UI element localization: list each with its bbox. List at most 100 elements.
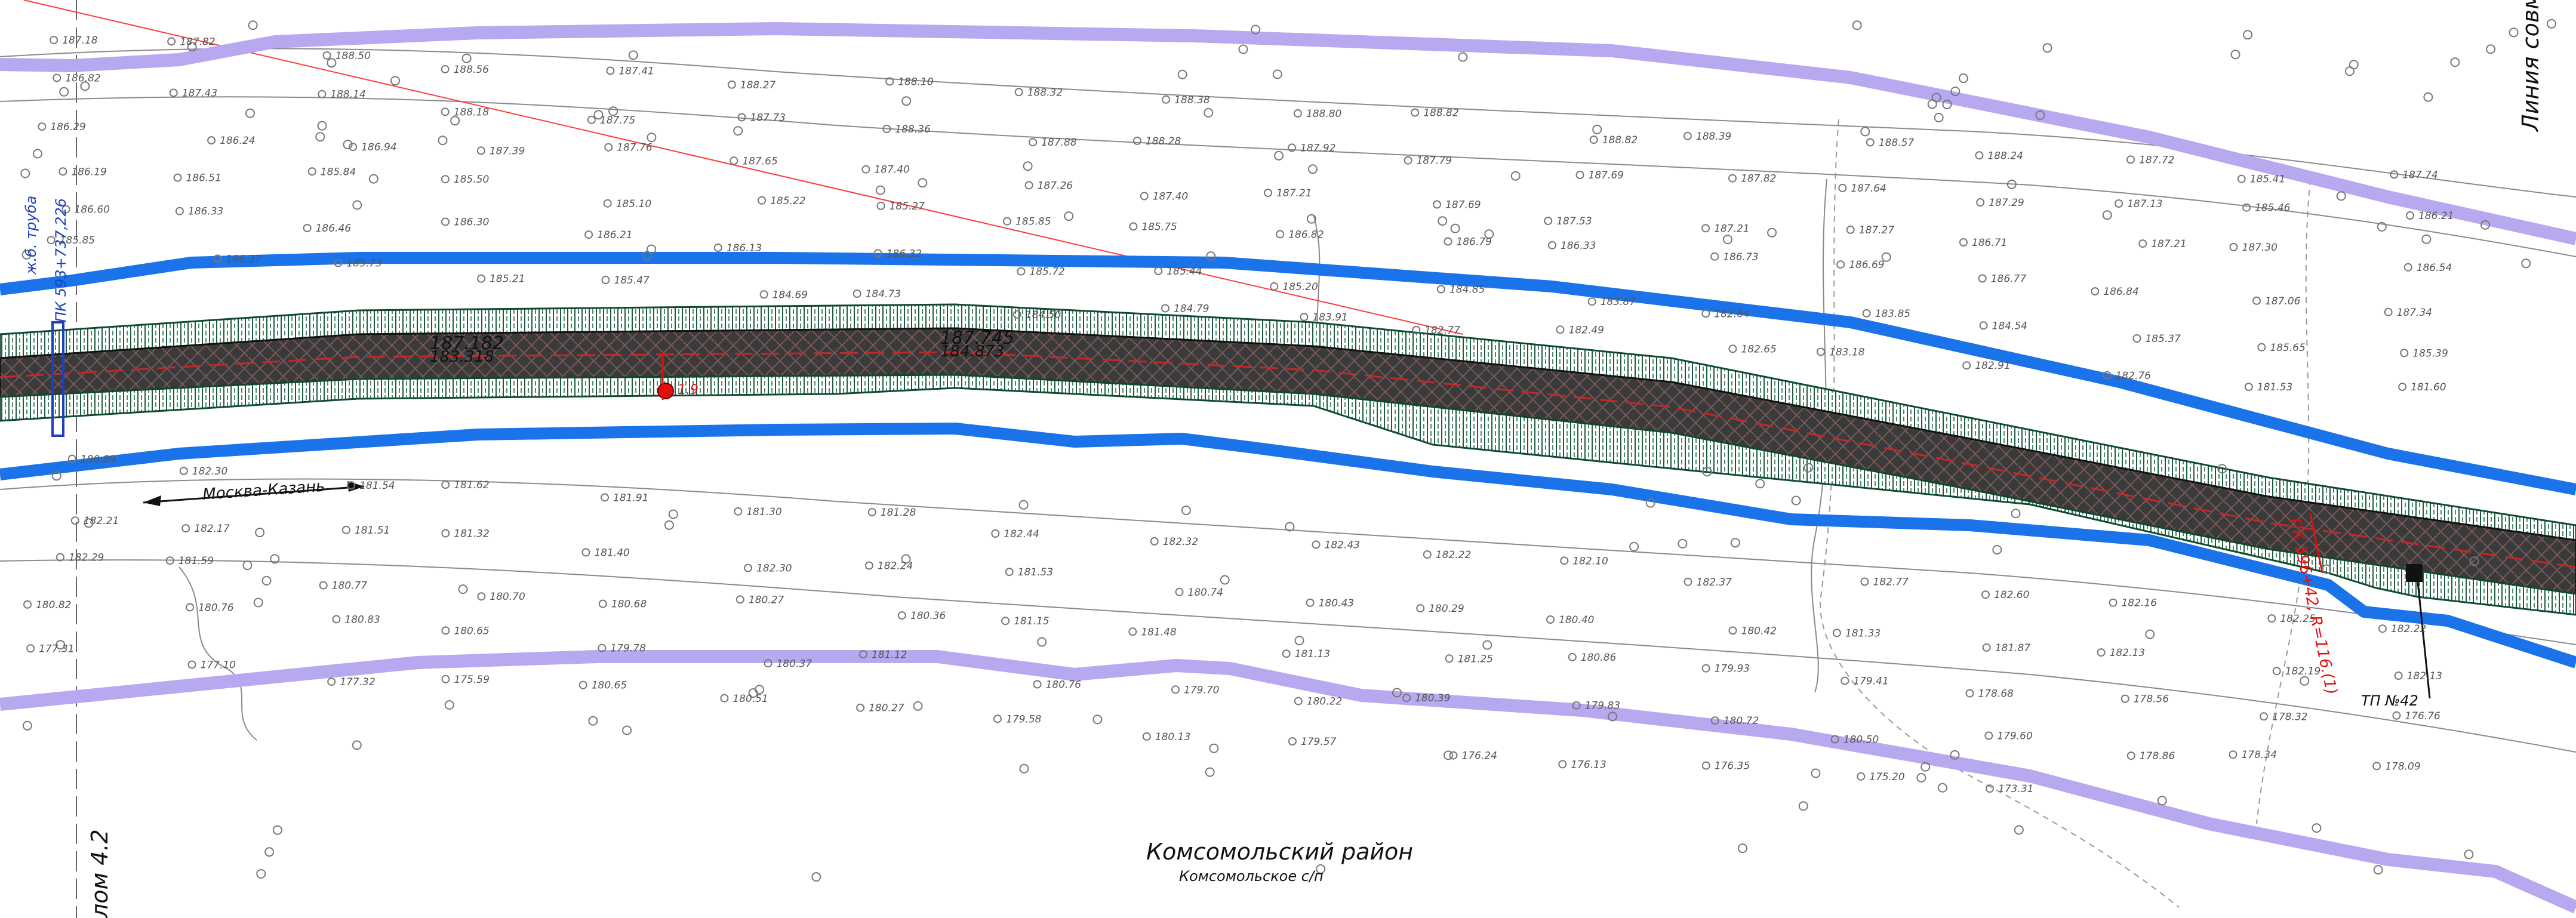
survey-point bbox=[1916, 773, 1926, 783]
spot-elevation-dot bbox=[720, 694, 729, 703]
spot-elevation-dot bbox=[441, 626, 450, 635]
survey-marker bbox=[657, 383, 674, 399]
survey-point bbox=[1308, 164, 1318, 174]
spot-elevation-label: 188.82 bbox=[1423, 107, 1458, 119]
spot-elevation-dot bbox=[441, 217, 450, 226]
spot-elevation-dot bbox=[2372, 762, 2381, 771]
spot-elevation-label: 185.21 bbox=[490, 273, 525, 285]
survey-point bbox=[1316, 864, 1326, 874]
survey-point bbox=[272, 825, 282, 835]
spot-elevation-dot bbox=[1962, 361, 1971, 370]
spot-elevation-dot bbox=[993, 714, 1002, 723]
spot-elevation-dot bbox=[2384, 307, 2393, 316]
spot-elevation-label: 181.60 bbox=[2411, 381, 2446, 393]
spot-elevation-dot bbox=[1029, 138, 1038, 147]
spot-elevation-label: 185.39 bbox=[2412, 347, 2448, 359]
spot-elevation-label: 180.65 bbox=[592, 680, 627, 692]
survey-point bbox=[444, 700, 454, 710]
spot-elevation-label: 179.93 bbox=[1715, 663, 1750, 675]
survey-point bbox=[261, 575, 272, 586]
spot-elevation-label: 181.91 bbox=[613, 492, 648, 504]
spot-elevation-label: 179.41 bbox=[1853, 676, 1888, 688]
spot-elevation-dot bbox=[38, 122, 47, 131]
spot-elevation-dot bbox=[1444, 237, 1452, 246]
spot-elevation-dot bbox=[1832, 629, 1841, 637]
boundary-blue-bottom bbox=[0, 423, 2576, 669]
spot-elevation-dot bbox=[897, 611, 906, 620]
spot-elevation-dot bbox=[61, 205, 70, 214]
spot-elevation-dot bbox=[1312, 540, 1321, 549]
spot-elevation-label: 180.76 bbox=[198, 602, 234, 614]
spot-elevation-dot bbox=[1014, 88, 1023, 97]
survey-point bbox=[733, 126, 743, 136]
spot-elevation-dot bbox=[181, 524, 190, 533]
spot-elevation-dot bbox=[730, 156, 738, 165]
survey-point bbox=[1629, 541, 1639, 552]
survey-point bbox=[918, 178, 928, 188]
spot-elevation-label: 173.31 bbox=[1998, 783, 2033, 795]
spot-elevation-dot bbox=[601, 493, 609, 502]
survey-point bbox=[1723, 235, 1732, 245]
spot-elevation-label: 187.64 bbox=[1851, 183, 1886, 195]
spot-elevation-label: 187.21 bbox=[2151, 238, 2186, 250]
spot-elevation-label: 180.89 bbox=[81, 454, 116, 466]
spot-elevation-dot bbox=[1005, 568, 1014, 577]
survey-point bbox=[901, 554, 911, 564]
spot-elevation-dot bbox=[744, 563, 753, 572]
spot-elevation-label: 181.12 bbox=[872, 649, 907, 661]
survey-point bbox=[253, 597, 263, 608]
survey-point bbox=[668, 509, 678, 519]
spot-elevation-dot bbox=[327, 677, 336, 686]
survey-point bbox=[2450, 57, 2460, 67]
survey-point bbox=[1730, 538, 1740, 548]
survey-point bbox=[22, 720, 32, 731]
survey-point bbox=[1018, 500, 1029, 510]
spot-elevation-dot bbox=[1436, 285, 1445, 294]
spot-elevation-label: 179.58 bbox=[1006, 713, 1042, 725]
spot-elevation-label: 186.24 bbox=[220, 135, 255, 147]
survey-point bbox=[2042, 43, 2052, 53]
spot-elevation-dot bbox=[2126, 751, 2135, 760]
spot-elevation-dot bbox=[332, 615, 341, 624]
survey-point bbox=[1937, 783, 1947, 793]
spot-elevation-label: 188.80 bbox=[1306, 108, 1341, 120]
spot-elevation-dot bbox=[319, 581, 328, 590]
spot-elevation-label: 187.69 bbox=[1445, 199, 1481, 211]
spot-elevation-dot bbox=[1701, 309, 1710, 318]
survey-point bbox=[1444, 750, 1453, 760]
survey-point bbox=[1037, 637, 1047, 647]
spot-elevation-dot bbox=[991, 529, 1000, 538]
survey-point bbox=[1791, 495, 1801, 506]
survey-point bbox=[56, 640, 66, 650]
spot-elevation-dot bbox=[735, 595, 744, 604]
spot-elevation-points bbox=[20, 19, 2556, 882]
spot-elevation-dot bbox=[861, 165, 870, 174]
spot-elevation-dot bbox=[1140, 192, 1149, 201]
spot-elevation-dot bbox=[1416, 604, 1425, 613]
spot-elevation-label: 185.84 bbox=[321, 166, 356, 178]
survey-point bbox=[593, 110, 604, 120]
spot-elevation-dot bbox=[2272, 667, 2281, 676]
survey-point bbox=[187, 42, 197, 52]
boundary-blue-top bbox=[0, 252, 2576, 495]
spot-elevation-dot bbox=[1154, 266, 1163, 275]
spot-elevation-dot bbox=[1024, 181, 1033, 190]
spot-elevation-dot bbox=[1589, 135, 1598, 144]
spot-elevation-label: 185.72 bbox=[1029, 266, 1064, 278]
survey-point bbox=[1092, 714, 1103, 725]
spot-elevation-label: 175.20 bbox=[1869, 771, 1904, 783]
survey-point bbox=[2469, 556, 2479, 566]
spot-elevation-dot bbox=[864, 561, 873, 570]
survey-point bbox=[1458, 52, 1468, 62]
survey-point bbox=[1950, 750, 1960, 760]
left-edge-label: лом 4.2 bbox=[87, 829, 113, 918]
spot-elevation-label: 182.65 bbox=[1741, 343, 1776, 355]
spot-elevation-label: 187.72 bbox=[2139, 154, 2174, 166]
spot-elevation-label: 180.27 bbox=[869, 703, 904, 714]
survey-point bbox=[343, 140, 353, 150]
spot-elevation-label: 187.92 bbox=[1300, 142, 1335, 154]
spot-elevation-label: 186.33 bbox=[1561, 240, 1596, 252]
spot-elevation-label: 178.86 bbox=[2140, 750, 2175, 762]
spot-elevation-label: 187.06 bbox=[2265, 295, 2301, 307]
survey-point bbox=[2014, 825, 2024, 835]
